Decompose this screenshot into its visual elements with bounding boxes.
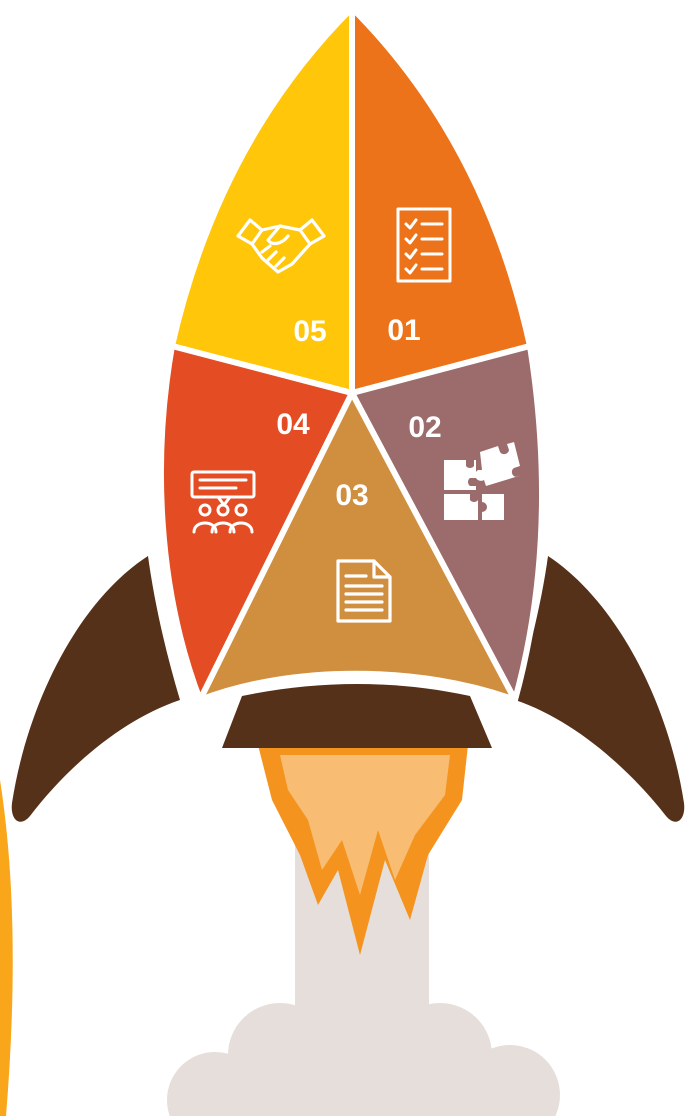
left-fin	[11, 556, 180, 822]
puzzle-icon	[444, 442, 522, 520]
segment-03-label: 03	[335, 479, 368, 512]
segment-01	[349, 5, 533, 396]
right-fin	[515, 556, 685, 822]
meeting-presentation-icon	[190, 470, 256, 534]
segment-05-label: 05	[293, 315, 326, 348]
checklist-icon	[396, 207, 452, 283]
edge-accent-arc	[0, 780, 13, 1116]
segment-04-label: 04	[276, 408, 310, 441]
segment-01-label: 01	[387, 314, 420, 347]
segment-02-label: 02	[408, 411, 441, 444]
document-icon	[336, 559, 392, 623]
segment-04	[157, 343, 355, 703]
segment-03	[197, 390, 518, 703]
segment-02	[349, 343, 546, 703]
rocket-flame	[258, 745, 468, 955]
segment-05	[169, 5, 355, 396]
rocket-nozzle	[222, 684, 492, 748]
rocket-body	[157, 5, 546, 703]
handshake-icon	[236, 218, 326, 274]
